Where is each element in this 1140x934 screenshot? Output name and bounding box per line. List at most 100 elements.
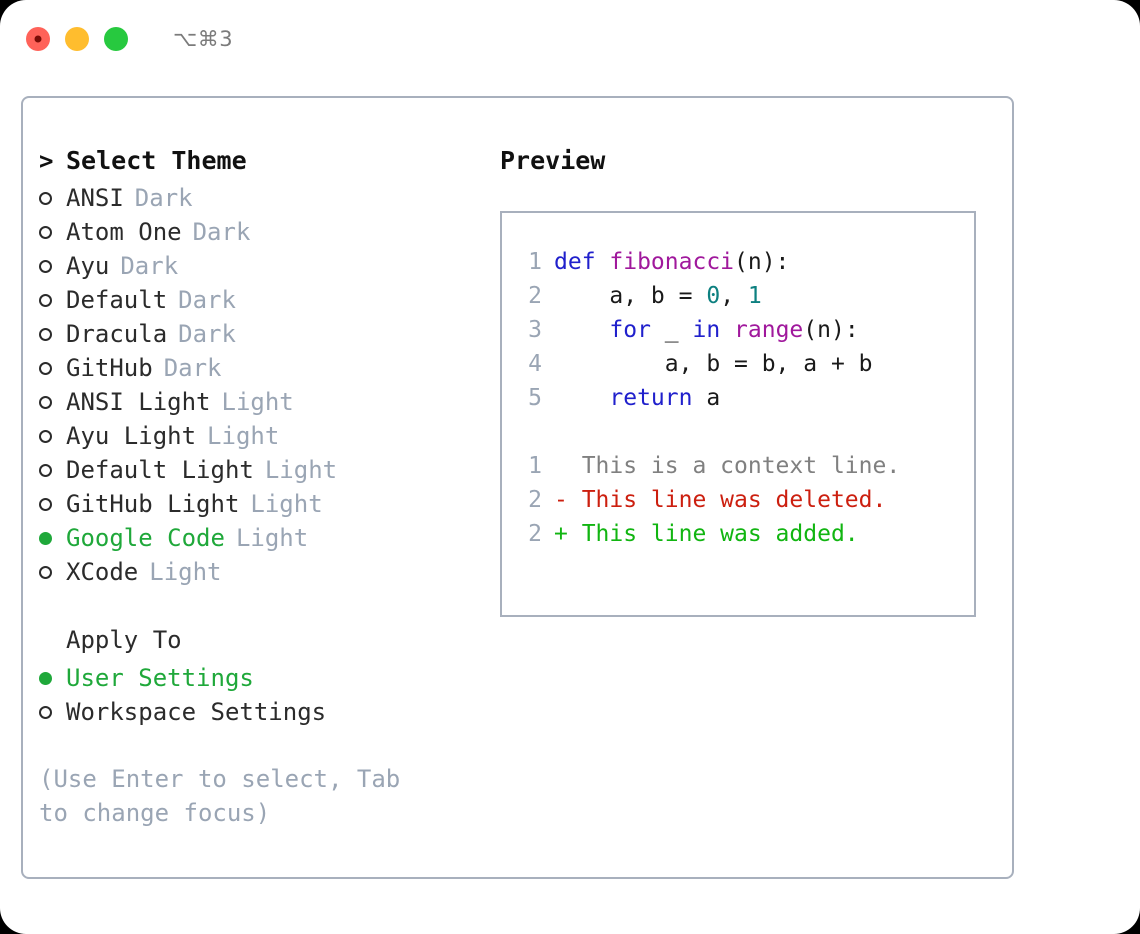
diff-sample: 1 This is a context line.2- This line wa… bbox=[516, 453, 974, 555]
code-token-num: 0 bbox=[706, 283, 721, 309]
apply-to-option[interactable]: Workspace Settings bbox=[39, 698, 499, 732]
code-token-pl: a, b = b, a + b bbox=[554, 351, 873, 377]
code-line: 2 a, b = 0, 1 bbox=[516, 283, 974, 317]
diff-line-deleted: 2- This line was deleted. bbox=[516, 487, 974, 521]
code-token-kw: def bbox=[554, 249, 610, 275]
code-line-text: for _ in range(n): bbox=[554, 317, 859, 343]
theme-variant-badge: Light bbox=[149, 558, 222, 586]
keyboard-shortcut-label: ⌥⌘3 bbox=[173, 27, 234, 51]
code-token-kw: for bbox=[609, 317, 651, 343]
radio-unselected-icon[interactable] bbox=[39, 700, 66, 724]
radio-circle-icon bbox=[39, 706, 52, 719]
code-token-pl: (n): bbox=[734, 249, 790, 275]
code-token-pl bbox=[554, 317, 609, 343]
radio-unselected-icon[interactable] bbox=[39, 424, 66, 448]
radio-circle-icon bbox=[39, 226, 52, 239]
theme-list-item[interactable]: Ayu Dark bbox=[39, 252, 499, 286]
select-theme-header: > Select Theme bbox=[39, 146, 499, 184]
radio-unselected-icon[interactable] bbox=[39, 220, 66, 244]
theme-list-item[interactable]: Default Dark bbox=[39, 286, 499, 320]
line-number: 1 bbox=[528, 249, 542, 275]
radio-unselected-icon[interactable] bbox=[39, 458, 66, 482]
code-line-text: a, b = b, a + b bbox=[554, 351, 873, 377]
code-token-num: 1 bbox=[747, 283, 762, 309]
radio-circle-icon bbox=[39, 362, 52, 375]
diff-line-text: - This line was deleted. bbox=[554, 487, 887, 513]
theme-name: GitHub Light bbox=[66, 490, 240, 518]
theme-name: XCode bbox=[66, 558, 139, 586]
theme-name: ANSI Light bbox=[66, 388, 211, 416]
theme-list-item[interactable]: GitHub Light Light bbox=[39, 490, 499, 524]
line-number: 2 bbox=[528, 283, 542, 309]
code-token-kw: in bbox=[692, 317, 721, 343]
theme-list-item[interactable]: ANSI Light Light bbox=[39, 388, 499, 422]
line-number: 4 bbox=[528, 351, 542, 377]
theme-name: Google Code bbox=[66, 524, 225, 552]
theme-variant-badge: Dark bbox=[192, 218, 251, 246]
radio-unselected-icon[interactable] bbox=[39, 390, 66, 414]
apply-to-option[interactable]: User Settings bbox=[39, 664, 499, 698]
page-title: Select Theme bbox=[66, 146, 247, 175]
code-token-kw: return bbox=[609, 385, 693, 411]
line-number: 5 bbox=[528, 385, 542, 411]
theme-variant-badge: Dark bbox=[120, 252, 179, 280]
line-number: 2 bbox=[528, 521, 542, 547]
maximize-button[interactable] bbox=[104, 27, 128, 51]
theme-name: Default bbox=[66, 286, 168, 314]
theme-variant-badge: Light bbox=[250, 490, 323, 518]
theme-name: ANSI bbox=[66, 184, 124, 212]
minimize-button[interactable] bbox=[65, 27, 89, 51]
radio-selected-icon[interactable] bbox=[39, 666, 66, 690]
radio-unselected-icon[interactable] bbox=[39, 356, 66, 380]
radio-unselected-icon[interactable] bbox=[39, 560, 66, 584]
radio-circle-icon bbox=[39, 294, 52, 307]
radio-circle-icon bbox=[39, 464, 52, 477]
radio-circle-icon bbox=[39, 430, 52, 443]
radio-unselected-icon[interactable] bbox=[39, 492, 66, 516]
code-line: 4 a, b = b, a + b bbox=[516, 351, 974, 385]
theme-list-item[interactable]: XCode Light bbox=[39, 558, 499, 592]
diff-line-added: 2 + This line was added. bbox=[516, 521, 974, 555]
title-bar: ⌥⌘3 bbox=[0, 0, 1140, 78]
radio-unselected-icon[interactable] bbox=[39, 322, 66, 346]
radio-unselected-icon[interactable] bbox=[39, 288, 66, 312]
radio-unselected-icon[interactable] bbox=[39, 186, 66, 210]
radio-circle-icon bbox=[39, 260, 52, 273]
traffic-lights bbox=[26, 27, 128, 51]
theme-name: Ayu bbox=[66, 252, 110, 280]
theme-name: GitHub bbox=[66, 354, 153, 382]
diff-line-text: + This line was added. bbox=[554, 521, 859, 547]
radio-selected-icon[interactable] bbox=[39, 526, 66, 550]
radio-unselected-icon[interactable] bbox=[39, 254, 66, 278]
radio-circle-icon bbox=[39, 396, 52, 409]
radio-circle-icon bbox=[39, 566, 52, 579]
keyboard-hint-text: (Use Enter to select, Tab to change focu… bbox=[39, 765, 401, 827]
code-token-pl: (n): bbox=[803, 317, 859, 343]
radio-circle-icon bbox=[39, 328, 52, 341]
code-token-fn: range bbox=[734, 317, 804, 343]
line-number: 3 bbox=[528, 317, 542, 343]
code-token-pl: _ bbox=[650, 317, 693, 343]
code-line-text: def fibonacci(n): bbox=[554, 249, 789, 275]
theme-variant-badge: Light bbox=[221, 388, 294, 416]
close-button[interactable] bbox=[26, 27, 50, 51]
theme-name: Default Light bbox=[66, 456, 254, 484]
diff-line-text: This is a context line. bbox=[554, 453, 901, 479]
prompt-caret-icon: > bbox=[39, 147, 54, 175]
apply-to-title: Apply To bbox=[66, 626, 182, 654]
theme-variant-badge: Dark bbox=[178, 286, 236, 314]
apply-to-header: Apply To bbox=[39, 626, 499, 664]
